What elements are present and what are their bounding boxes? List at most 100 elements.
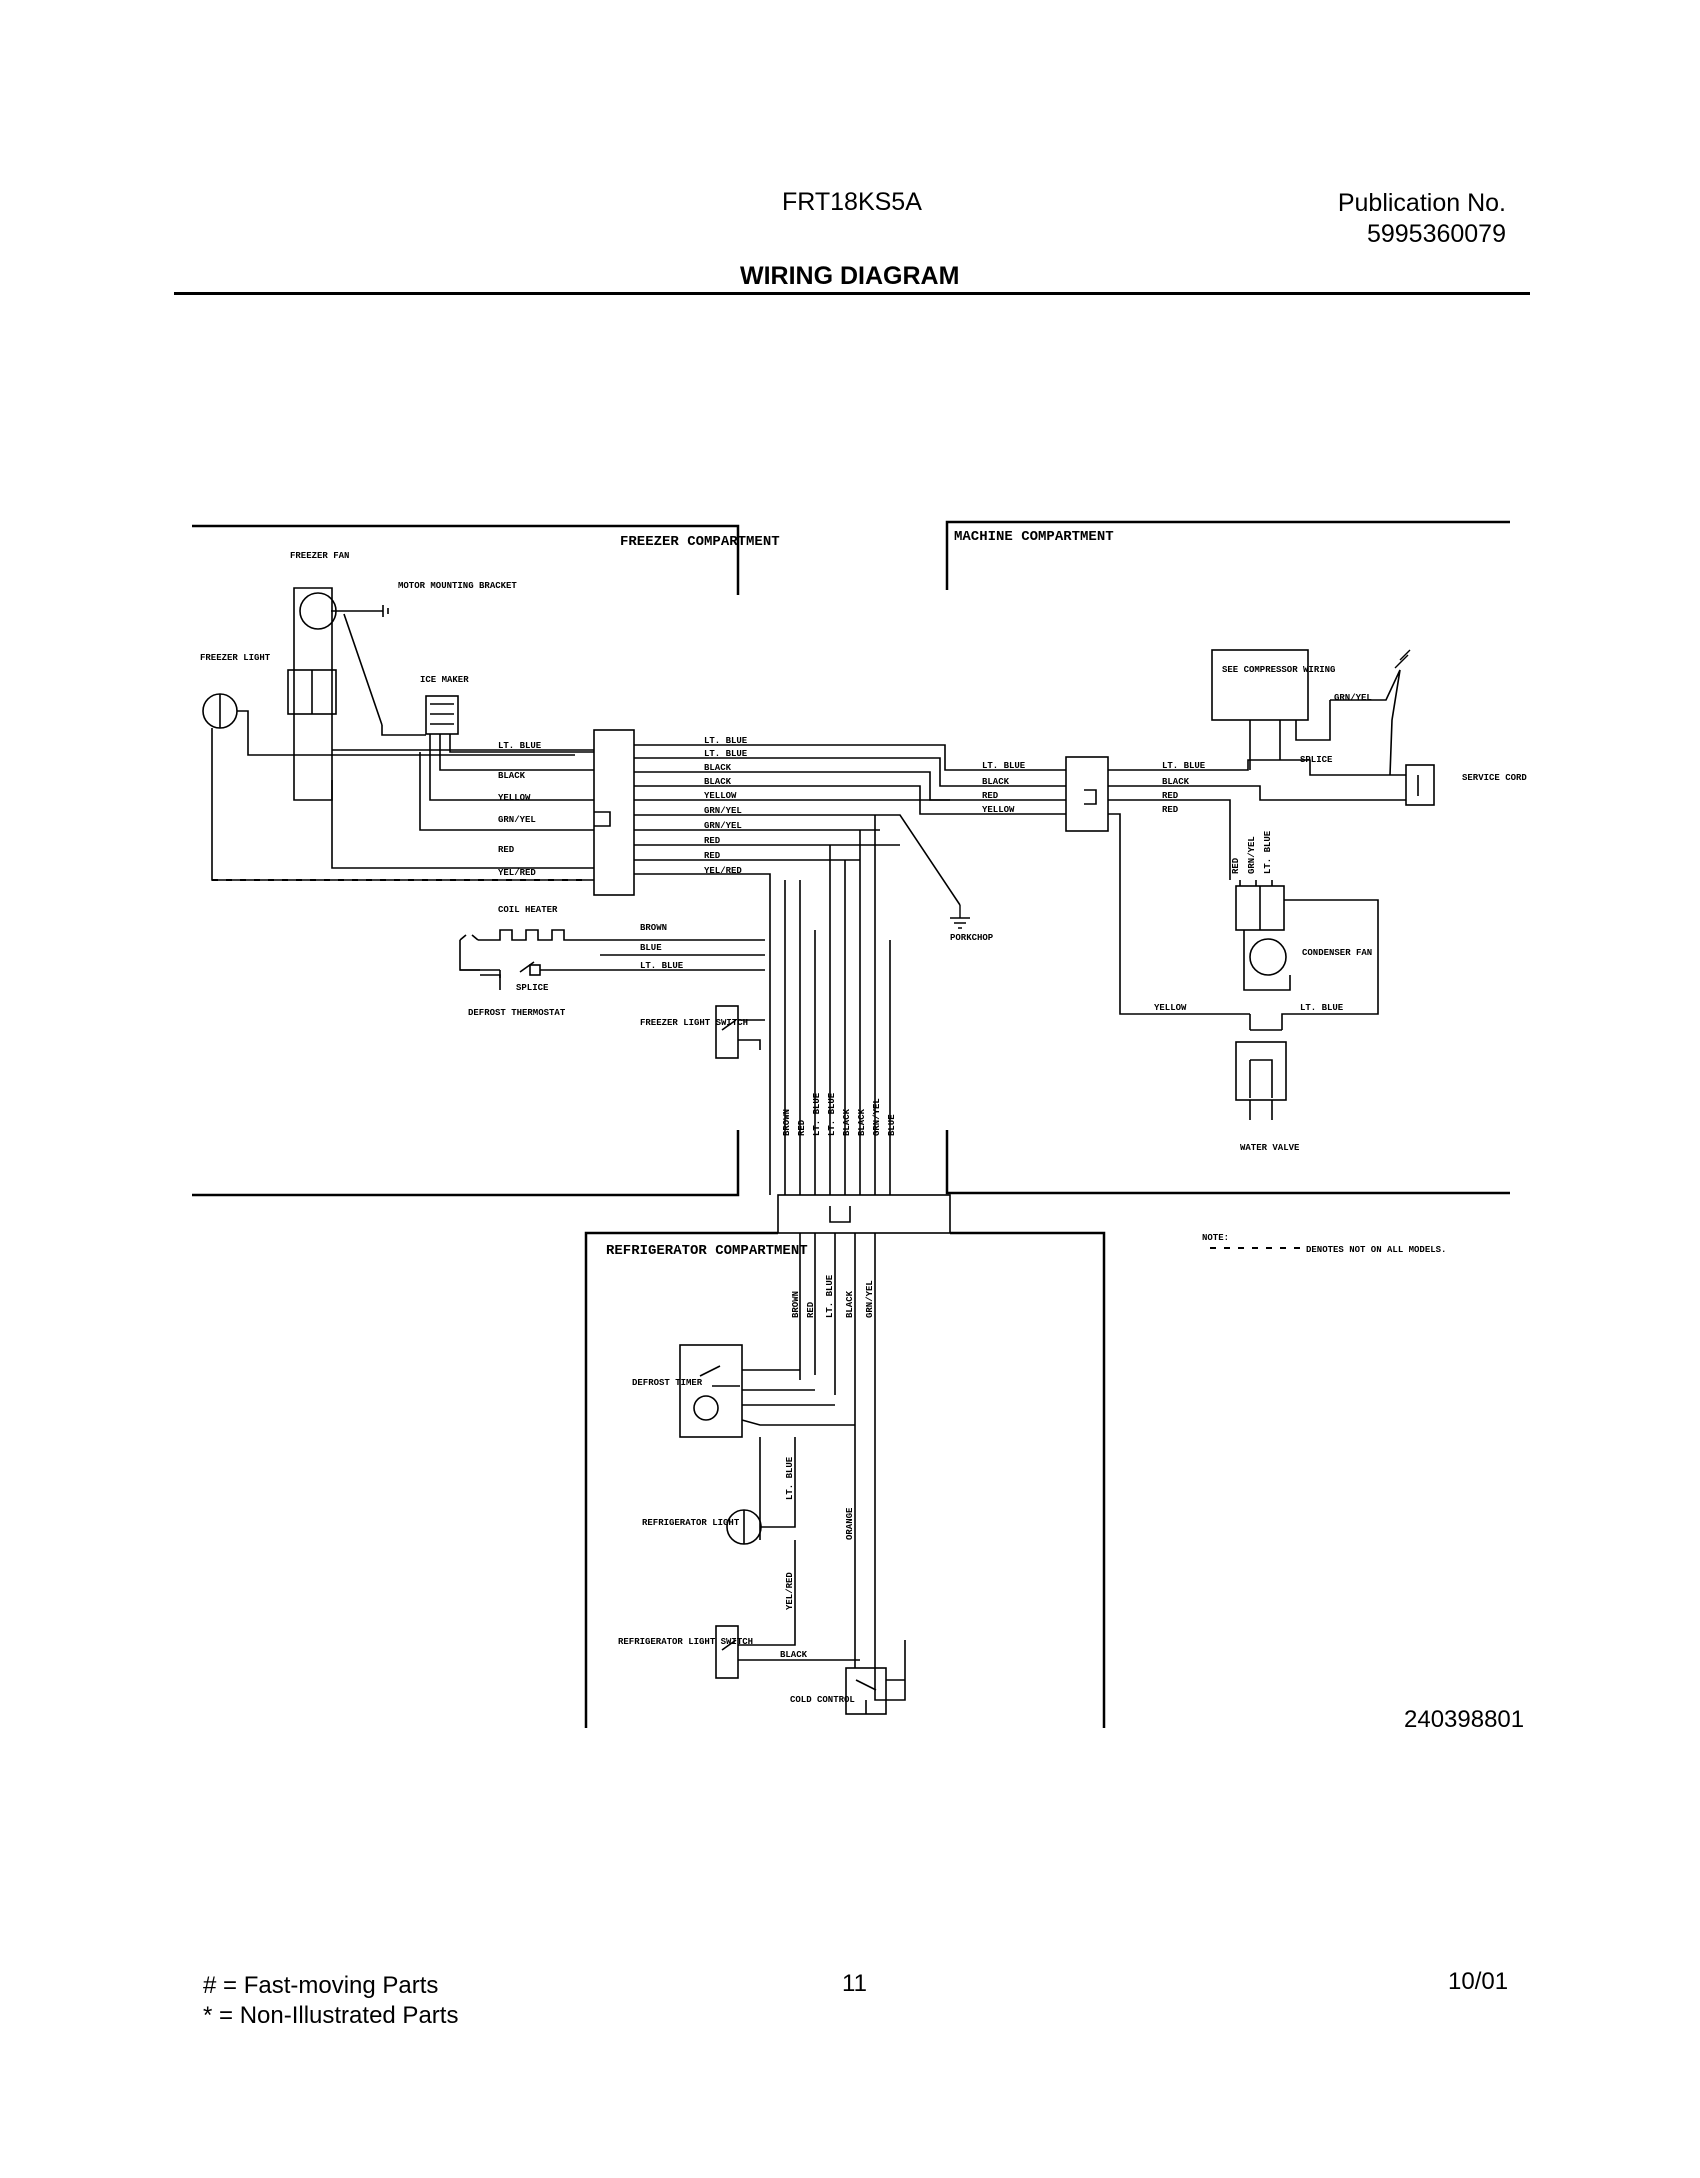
- refrigerator-light-switch-icon: [715, 1625, 739, 1679]
- document-number: 240398801: [1404, 1706, 1525, 1733]
- wire-label: BLUE: [887, 1114, 897, 1136]
- wire-label: BLACK: [704, 777, 732, 787]
- wire-label: ORANGE: [845, 1507, 855, 1540]
- wire-label: BLACK: [498, 771, 526, 781]
- refrigerator-light-switch-label: REFRIGERATOR LIGHT SWITCH: [618, 1637, 753, 1647]
- wire-label: LT. BLUE: [785, 1456, 795, 1500]
- page-title: WIRING DIAGRAM: [740, 262, 960, 290]
- motor-bracket-label: MOTOR MOUNTING BRACKET: [398, 581, 517, 591]
- refrigerator-compartment-border: [584, 1231, 1106, 1728]
- freezer-light-label: FREEZER LIGHT: [200, 653, 271, 663]
- wire-label: GRN/YEL: [704, 806, 742, 816]
- wire-label: RED: [1162, 805, 1179, 815]
- cold-control-label: COLD CONTROL: [790, 1695, 855, 1705]
- wire-label: BLACK: [1162, 777, 1190, 787]
- freezer-light-switch-label: FREEZER LIGHT SWITCH: [640, 1018, 748, 1028]
- service-cord-label: SERVICE CORD: [1462, 773, 1527, 783]
- water-valve-icon: [1235, 1041, 1287, 1101]
- bottom-connector-block: [777, 1194, 951, 1234]
- machine-connector-block: [1065, 756, 1109, 832]
- defrost-timer-label: DEFROST TIMER: [632, 1378, 703, 1388]
- wire-label: YEL/RED: [498, 868, 536, 878]
- wire-label: RED: [498, 845, 515, 855]
- condenser-fan-label: CONDENSER FAN: [1302, 948, 1372, 958]
- wire-label: YEL/RED: [785, 1572, 795, 1610]
- refrigerator-compartment-label: REFRIGERATOR COMPARTMENT: [606, 1243, 808, 1259]
- legend-non-illustrated: * = Non-Illustrated Parts: [203, 2002, 459, 2029]
- wire-label: GRN/YEL: [498, 815, 536, 825]
- revision-date: 10/01: [1448, 1968, 1509, 1995]
- coil-heater-icon: [478, 929, 600, 941]
- service-cord-plug: [1405, 764, 1435, 806]
- wire-label: BROWN: [782, 1109, 792, 1136]
- wire-label: LT. BLUE: [1263, 830, 1273, 874]
- wire-label: BROWN: [791, 1291, 801, 1318]
- machine-compartment-label: MACHINE COMPARTMENT: [954, 529, 1114, 545]
- wire-label: YELLOW: [498, 793, 531, 803]
- coil-heater-label: COIL HEATER: [498, 905, 558, 915]
- page-number: 11: [842, 1970, 867, 1997]
- freezer-compartment-border: [192, 524, 740, 595]
- wire-label: BLUE: [640, 943, 662, 953]
- freezer-light-switch-icon: [715, 1005, 739, 1059]
- wire-label: LT. BLUE: [704, 736, 748, 746]
- splice-right-label: SPLICE: [1300, 755, 1333, 765]
- compressor-wiring-box: [1211, 649, 1309, 721]
- wire-label: YELLOW: [1154, 1003, 1187, 1013]
- wire-label: BLACK: [982, 777, 1010, 787]
- publication-number: 5995360079: [1366, 220, 1506, 248]
- wire-label: LT. BLUE: [825, 1274, 835, 1318]
- wire-label: BLACK: [845, 1290, 855, 1318]
- condenser-fan-icon: [1249, 938, 1287, 976]
- wire-label: RED: [982, 791, 999, 801]
- model-number: FRT18KS5A: [782, 188, 922, 216]
- wire-label: BLACK: [704, 763, 732, 773]
- wire-label: YELLOW: [982, 805, 1015, 815]
- refrigerator-light-label: REFRIGERATOR LIGHT: [642, 1518, 740, 1528]
- wire-label: BROWN: [640, 923, 667, 933]
- porkchop-label: PORKCHOP: [950, 933, 994, 943]
- wire-label: RED: [797, 1119, 807, 1136]
- wire-label: YEL/RED: [704, 866, 742, 876]
- note-text: DENOTES NOT ON ALL MODELS.: [1306, 1245, 1446, 1255]
- machine-bottom-border: [945, 1130, 1510, 1195]
- wire-label: LT. BLUE: [640, 961, 684, 971]
- legend-fast-moving: # = Fast-moving Parts: [203, 1972, 439, 1999]
- publication-label: Publication No.: [1337, 189, 1506, 217]
- note-label: NOTE:: [1202, 1233, 1229, 1243]
- header-rule: [174, 292, 1530, 295]
- wire-label: YELLOW: [704, 791, 737, 801]
- wire-label: LT. BLUE: [982, 761, 1026, 771]
- freezer-bottom-border: [192, 1130, 740, 1197]
- defrost-timer-icon: [679, 1344, 743, 1438]
- wire-label: RED: [704, 851, 721, 861]
- freezer-fan-label: FREEZER FAN: [290, 551, 349, 561]
- wire-label: BLACK: [842, 1108, 852, 1136]
- wire-label: LT. BLUE: [1162, 761, 1206, 771]
- wire-label: GRN/YEL: [1247, 836, 1257, 874]
- splice-left-label: SPLICE: [516, 983, 549, 993]
- wire-label: RED: [704, 836, 721, 846]
- wire-label: BLACK: [857, 1108, 867, 1136]
- machine-compartment-border: [945, 520, 1510, 590]
- wire-label: RED: [1231, 857, 1241, 874]
- wire-label: GRN/YEL: [872, 1098, 882, 1136]
- wire-label: LT. BLUE: [498, 741, 542, 751]
- wire-label: LT. BLUE: [812, 1092, 822, 1136]
- wire-label: GRN/YEL: [865, 1280, 875, 1318]
- wire-label: RED: [806, 1301, 816, 1318]
- water-valve-label: WATER VALVE: [1240, 1143, 1300, 1153]
- ice-maker-icon: [425, 695, 459, 735]
- publication-block: Publication No. 5995360079: [1336, 188, 1506, 250]
- wire-label: LT. BLUE: [704, 749, 748, 759]
- wire-label: GRN/YEL: [704, 821, 742, 831]
- freezer-fan-icon: [299, 592, 337, 630]
- defrost-thermostat-label: DEFROST THERMOSTAT: [468, 1008, 566, 1018]
- wire-label: GRN/YEL: [1334, 693, 1372, 703]
- freezer-compartment-label: FREEZER COMPARTMENT: [620, 534, 780, 550]
- wire-label: BLACK: [780, 1650, 808, 1660]
- wire-label: LT. BLUE: [827, 1092, 837, 1136]
- wire-label: LT. BLUE: [1300, 1003, 1344, 1013]
- wire-label: RED: [1162, 791, 1179, 801]
